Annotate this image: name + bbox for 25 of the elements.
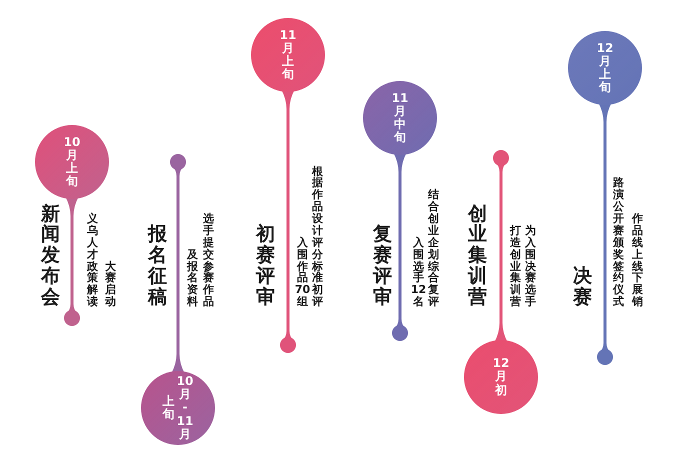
stage-description: 结合创业企划综合复评 <box>427 189 440 308</box>
stage-description: 作品线上线下展销 <box>631 213 644 308</box>
date-label: 11月中旬 <box>392 92 408 144</box>
date-label: 11月上旬 <box>280 28 296 82</box>
stage-description: 为入围决赛选手 <box>524 224 537 308</box>
stage-description: 义乌人才政策解读 <box>86 213 99 308</box>
stage-title: 决赛 <box>572 266 593 308</box>
date-label: 上旬 <box>162 394 175 422</box>
stage-description: 入围选手12名 <box>412 236 425 308</box>
stage-description: 大赛启动 <box>104 260 117 308</box>
stage-title: 报名征稿 <box>147 224 168 308</box>
stage-description: 打造创业集训营 <box>509 224 522 308</box>
date-label: 12月初 <box>492 357 510 397</box>
stage-description: 根据作品设计评分标准初评 <box>311 166 324 308</box>
stage-description: 及报名资料 <box>186 248 199 308</box>
stage-description: 入围作品70组 <box>296 236 309 308</box>
stage-description: 路演公开赛颁奖签约仪式 <box>612 177 625 308</box>
date-label: 10月-11月 <box>176 375 194 441</box>
stage-title: 创业集训营 <box>467 204 488 308</box>
stage-title: 复赛评审 <box>372 224 393 308</box>
date-label: 10月上旬 <box>64 136 80 188</box>
stage-description: 选手提交参赛作品 <box>202 213 215 308</box>
date-label: 12月上旬 <box>596 42 614 94</box>
stage-title: 初赛评审 <box>255 224 276 308</box>
stage-title: 新闻发布会 <box>40 204 61 308</box>
